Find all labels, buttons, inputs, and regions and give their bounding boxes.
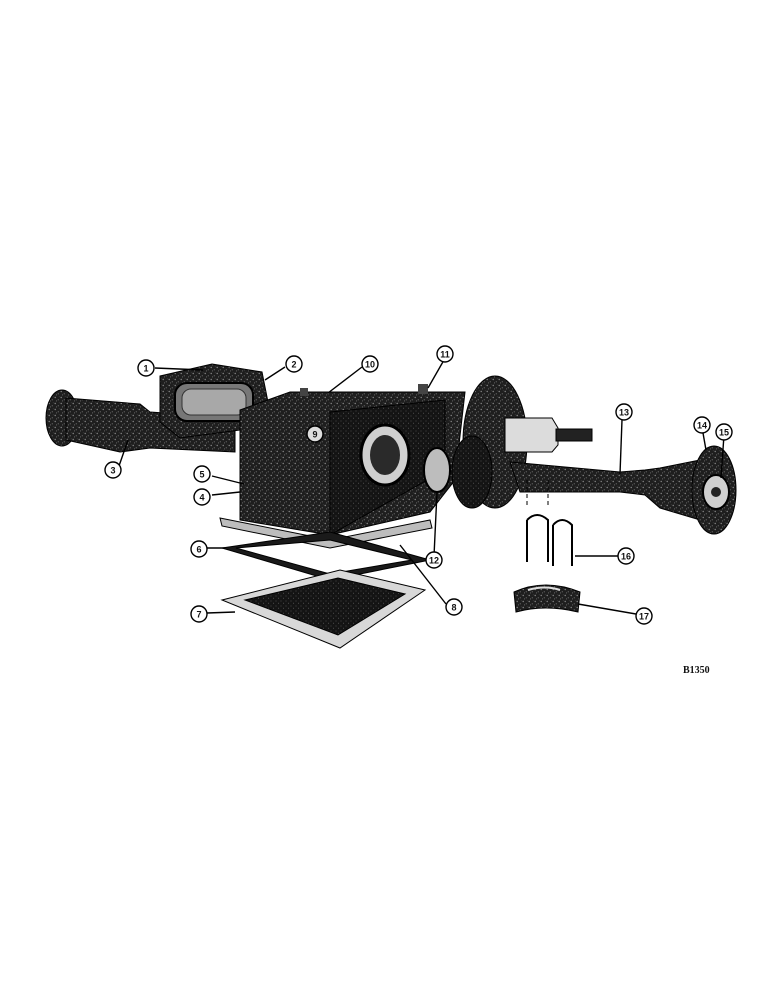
bearing-shell (513, 584, 581, 613)
callout-label: 1 (143, 364, 148, 374)
pan-gasket (221, 531, 431, 581)
callout-circle (715, 423, 733, 441)
input-shaft (504, 417, 593, 453)
callout-16: 16 (617, 547, 635, 565)
callout-circle (635, 607, 653, 625)
callout-2: 2 (285, 355, 303, 373)
callout-circle (615, 403, 633, 421)
callout-5: 5 (193, 465, 211, 483)
hub-flange (691, 445, 737, 535)
callout-circle (193, 488, 211, 506)
callout-13: 13 (615, 403, 633, 421)
callout-label: 12 (429, 556, 439, 566)
figure-code: B1350 (683, 665, 710, 676)
callout-circle (190, 540, 208, 558)
callout-label: 10 (365, 360, 375, 370)
callout-1: 1 (137, 359, 155, 377)
callout-label: 5 (199, 470, 204, 480)
leader-lines (118, 359, 725, 615)
callout-label: 13 (619, 408, 629, 418)
callout-14: 14 (693, 416, 711, 434)
callout-circle (436, 345, 454, 363)
callout-15: 15 (715, 423, 733, 441)
transmission-case (239, 384, 466, 536)
callout-label: 6 (196, 545, 201, 555)
callout-label: 16 (621, 552, 631, 562)
callout-label: 15 (719, 428, 729, 438)
callout-12: 12 (425, 551, 443, 569)
callout-8: 8 (445, 598, 463, 616)
callout-label: 8 (451, 603, 456, 613)
left-axle-housing (45, 389, 236, 453)
callout-label: 4 (199, 493, 204, 503)
callout-circle (617, 547, 635, 565)
callout-label: 14 (697, 421, 707, 431)
callout-label: 9 (312, 430, 317, 440)
callout-label: 11 (440, 350, 450, 360)
callout-circle (445, 598, 463, 616)
callout-9: 9 (306, 425, 324, 443)
oil-pan (220, 569, 427, 649)
u-bolts (526, 480, 573, 566)
callout-label: 2 (291, 360, 296, 370)
callout-label: 7 (196, 610, 201, 620)
callout-11: 11 (436, 345, 454, 363)
callout-7: 7 (190, 605, 208, 623)
callout-circle (306, 425, 324, 443)
callout-3: 3 (104, 461, 122, 479)
right-axle-housing (509, 459, 701, 521)
callout-label: 17 (639, 612, 649, 622)
callout-circle (104, 461, 122, 479)
callout-circle (193, 465, 211, 483)
right-flange-disc (451, 375, 528, 509)
callout-circle (361, 355, 379, 373)
callout-label: 3 (110, 466, 115, 476)
callout-circle (137, 359, 155, 377)
callout-circle (285, 355, 303, 373)
callout-17: 17 (635, 607, 653, 625)
callout-4: 4 (193, 488, 211, 506)
callout-circle (693, 416, 711, 434)
callout-circle (190, 605, 208, 623)
callout-10: 10 (361, 355, 379, 373)
callout-circle (425, 551, 443, 569)
callout-6: 6 (190, 540, 208, 558)
